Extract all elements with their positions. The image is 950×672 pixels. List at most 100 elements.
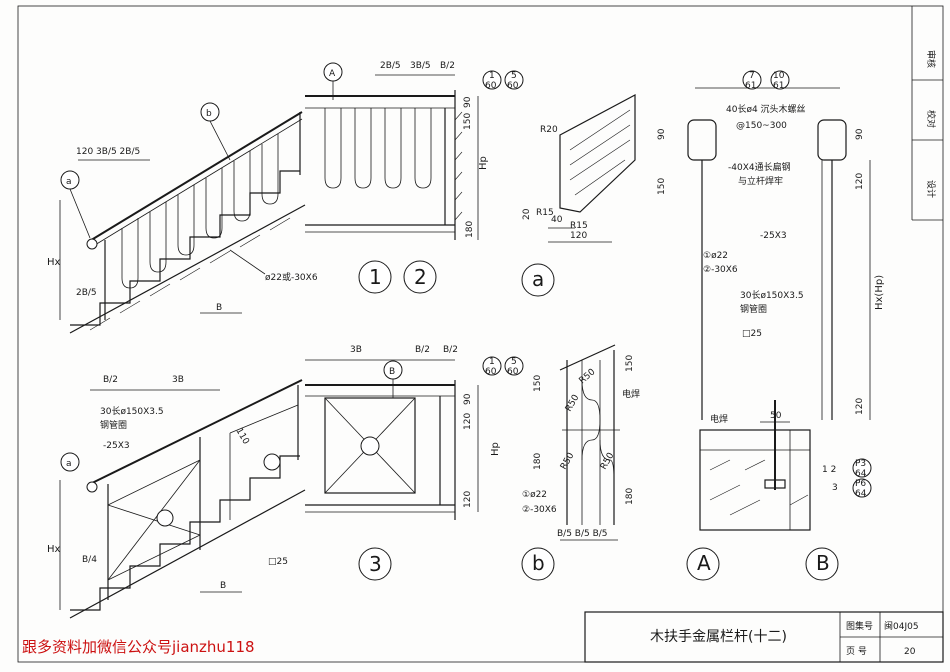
stair-elevation-1: 120 3B/5 2B/5 Hx 2B/5 B ø22或-30X6 a b <box>47 102 318 334</box>
panel-center-ring <box>360 436 380 456</box>
det-a-r15b: R15 <box>570 221 588 231</box>
elev12-dim-3: B/2 <box>440 61 455 71</box>
ref-mid-den: 60 <box>485 367 497 377</box>
ref-top-num2: 5 <box>511 71 517 81</box>
elev3-3b: 3B <box>350 345 362 355</box>
det-a-20: 20 <box>522 208 532 220</box>
p-ref-1-den: 64 <box>855 469 867 479</box>
elev3-b2a: B/2 <box>415 345 430 355</box>
ref-right-num2: 10 <box>773 71 785 81</box>
detail-label-1-text: 1 <box>369 265 382 289</box>
elev12-dim-1: 2B/5 <box>380 61 401 71</box>
stair3-tube: 30长ø150X3.5 <box>100 405 164 417</box>
stair-elevation-3: B/2 3B 30长ø150X3.5 钢管圈 -25X3 a Hx B/4 □2… <box>47 375 306 619</box>
elev3-120: 120 <box>463 413 473 430</box>
p-ref-2-circle <box>852 478 872 498</box>
det-A-120: 120 <box>855 173 865 190</box>
elev12-90: 90 <box>463 96 473 108</box>
p-ref-2-num: P6 <box>855 479 866 489</box>
det-A-screw-pitch: @150~300 <box>736 121 787 131</box>
det-A-sq: □25 <box>742 329 762 339</box>
handrail-3 <box>87 379 303 486</box>
detail-label-b-text: b <box>532 551 545 575</box>
handrail-3-end <box>86 481 98 493</box>
tube-ring-1 <box>156 509 174 527</box>
atlas-label: 图集号 <box>846 620 873 632</box>
side-label-check: 校对 <box>925 110 937 128</box>
detail-label-b <box>521 547 555 581</box>
stair3-b4: B/4 <box>82 555 97 565</box>
detail-label-3 <box>358 547 392 581</box>
ref-callout-mid-2 <box>504 356 524 376</box>
det-a-r20: R20 <box>540 125 558 135</box>
title-block: 木扶手金属栏杆(十二) 图集号 闽04J05 页 号 20 <box>584 611 944 663</box>
stair3-bar: -25X3 <box>103 441 130 451</box>
callout-b-1-label: b <box>206 109 212 119</box>
p-ref-2-den: 64 <box>855 489 867 499</box>
elev12-balusters <box>324 108 446 225</box>
detail-b: 150 150 180 180 R50 R50 R50 R50 电焊 ①ø22 … <box>522 344 640 541</box>
detail-label-B <box>805 547 839 581</box>
page-number: 20 <box>904 647 916 657</box>
watermark-text: 跟多资料加微信公众号jianzhu118 <box>22 638 255 656</box>
det-base-50: 50 <box>770 411 782 421</box>
det-A-hxhp: Hx(Hp) <box>874 275 885 310</box>
handrail-end <box>86 238 98 250</box>
atlas-number: 闽04J05 <box>884 620 919 632</box>
det-b-opt1: ①ø22 <box>522 490 547 500</box>
stair3-sq: □25 <box>268 557 288 567</box>
stair3-steps <box>70 455 300 611</box>
stair3-tube-2: 钢管圈 <box>100 419 127 431</box>
sheet-border <box>17 5 944 663</box>
ref-right-den2: 61 <box>773 81 784 91</box>
stair3-b: B <box>220 581 226 591</box>
side-label-design: 设计 <box>925 180 937 198</box>
detail-label-A <box>686 547 720 581</box>
elevation-3: 3B B/2 B/2 B 90 120 Hp 120 1 60 5 60 <box>305 345 524 520</box>
page-label: 页 号 <box>846 646 867 657</box>
square-panel <box>324 397 416 494</box>
stair1-hx: Hx <box>47 257 61 268</box>
ref-right-num: 7 <box>749 71 755 81</box>
stair1-b: B <box>216 303 222 313</box>
elev3-90: 90 <box>463 393 473 405</box>
handrail <box>87 111 303 243</box>
callout-A-1-label: A <box>329 69 336 79</box>
ref-mid-den2: 60 <box>507 367 519 377</box>
wood-grain <box>569 109 631 196</box>
side-label-review: 审核 <box>925 50 937 68</box>
ref-mid-num2: 5 <box>511 357 517 367</box>
ref-callout-top-1 <box>482 70 502 90</box>
det-a-40: 40 <box>551 215 563 225</box>
detail-label-3-text: 3 <box>369 552 382 576</box>
ref-callout-right-2 <box>770 70 790 90</box>
callout-a-3 <box>60 452 80 472</box>
callout-a-1-label: a <box>66 177 72 187</box>
det-b-150b: 150 <box>625 355 635 372</box>
det-A-150: 150 <box>657 178 667 195</box>
det-a-120: 120 <box>570 231 587 241</box>
det-b-180b: 180 <box>625 488 635 505</box>
wall-hatch <box>454 111 463 221</box>
detail-label-2 <box>403 260 437 294</box>
elev12-dim-2: 3B/5 <box>410 61 431 71</box>
stair1-b5: 2B/5 <box>76 288 97 298</box>
det-A-90r: 90 <box>855 128 865 140</box>
p-ref-2-pre: 3 <box>832 483 838 493</box>
det-A-90: 90 <box>657 128 667 140</box>
det-A-screw: 40长ø4 沉头木螺丝 <box>726 103 806 115</box>
p-ref-1-circle <box>852 458 872 478</box>
detail-label-a-text: a <box>532 267 544 291</box>
stair1-top-dims: 120 3B/5 2B/5 <box>76 147 140 157</box>
det-b-150a: 150 <box>533 375 543 392</box>
ref-right-den: 61 <box>745 81 756 91</box>
stair1-bar-spec: ø22或-30X6 <box>265 271 318 283</box>
elev3-b2b: B/2 <box>443 345 458 355</box>
ref-mid-num: 1 <box>489 357 495 367</box>
stair3-hx: Hx <box>47 544 61 555</box>
ref-top-den: 60 <box>485 81 497 91</box>
det-b-opt2: ②-30X6 <box>522 505 557 515</box>
stair-soffit <box>69 204 306 334</box>
elev12-150: 150 <box>463 113 473 130</box>
